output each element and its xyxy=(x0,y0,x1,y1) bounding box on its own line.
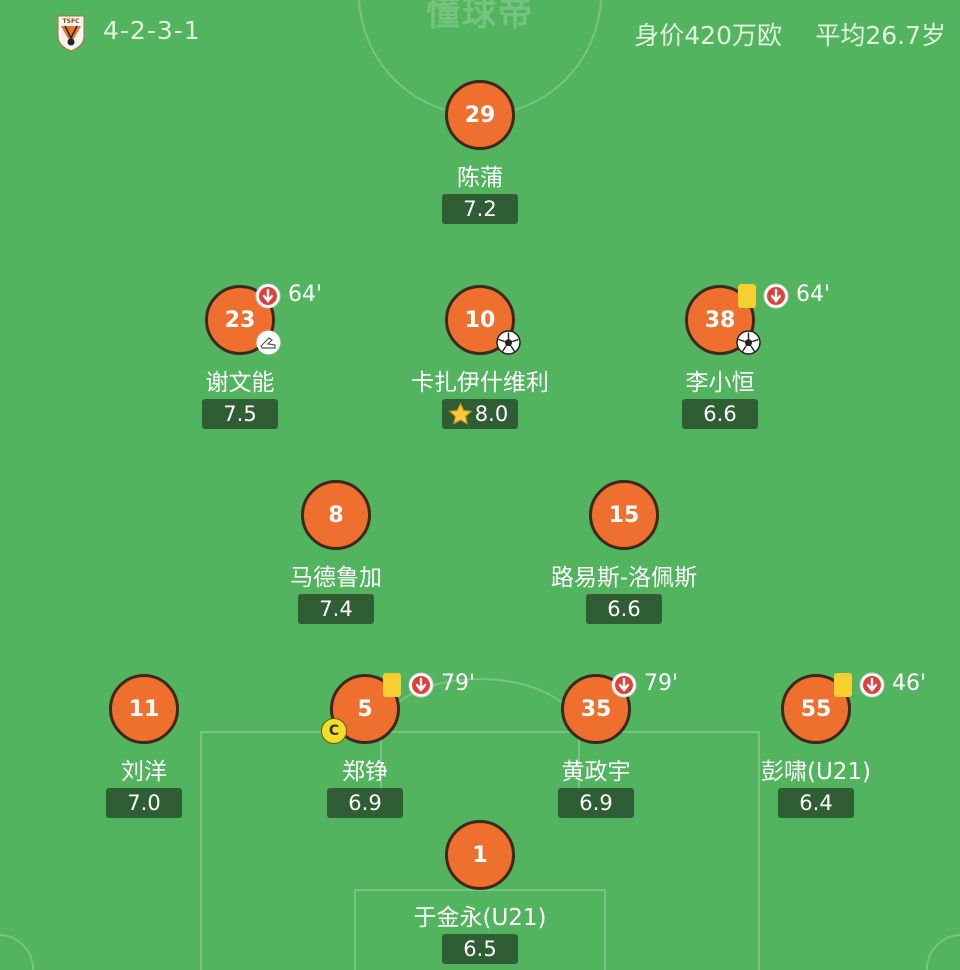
sub-minute: 79' xyxy=(441,671,476,696)
sub-minute: 64' xyxy=(288,282,323,307)
yellow-card-icon xyxy=(834,673,852,697)
market-value-label: 身价420万欧 xyxy=(634,21,782,50)
jersey-number: 35 xyxy=(561,674,631,744)
player-rating: 8.0 xyxy=(442,399,518,429)
player-rating: 7.0 xyxy=(106,788,182,818)
rating-value: 7.5 xyxy=(223,402,257,426)
jersey-number: 15 xyxy=(589,480,659,550)
rating-value: 6.9 xyxy=(348,791,382,815)
sub-off-icon xyxy=(408,672,434,698)
sub-minute: 46' xyxy=(892,671,927,696)
rating-value: 7.4 xyxy=(319,597,353,621)
sub-off-icon xyxy=(611,672,637,698)
sub-off-icon xyxy=(859,672,885,698)
player-name: 卡扎伊什维利 xyxy=(411,370,549,396)
rating-value: 6.5 xyxy=(463,937,497,961)
player-rating: 6.9 xyxy=(327,788,403,818)
player-rating: 6.6 xyxy=(586,594,662,624)
jersey-number: 29 xyxy=(445,80,515,150)
rating-value: 6.9 xyxy=(579,791,613,815)
club-crest-icon: TSFC xyxy=(57,15,85,52)
corner-arc-left xyxy=(0,934,34,970)
penalty-box xyxy=(200,731,760,970)
player-rating: 7.5 xyxy=(202,399,278,429)
player-name: 谢文能 xyxy=(205,370,275,396)
player-name: 陈蒲 xyxy=(457,165,503,191)
rating-value: 6.6 xyxy=(703,402,737,426)
player-name: 于金永(U21) xyxy=(413,905,547,931)
svg-text:TSFC: TSFC xyxy=(63,18,81,25)
lineup-header: TSFC 4-2-3-1 身价420万欧 平均26.7岁 xyxy=(0,0,960,66)
player-rating: 6.4 xyxy=(778,788,854,818)
rating-value: 6.6 xyxy=(607,597,641,621)
rating-value: 7.2 xyxy=(463,197,497,221)
man-of-the-match-star-icon xyxy=(448,401,473,425)
player-name: 马德鲁加 xyxy=(290,565,382,591)
rating-value: 6.4 xyxy=(799,791,833,815)
yellow-card-icon xyxy=(738,284,756,308)
player-name: 彭啸(U21) xyxy=(760,759,872,785)
sub-off-icon xyxy=(763,283,789,309)
sub-minute: 79' xyxy=(644,671,679,696)
player-rating: 6.9 xyxy=(558,788,634,818)
player-name: 郑铮 xyxy=(342,759,388,785)
player-name: 李小恒 xyxy=(685,370,755,396)
player-rating: 7.4 xyxy=(298,594,374,624)
sub-off-icon xyxy=(255,283,281,309)
jersey-number: 11 xyxy=(109,674,179,744)
assist-boot-icon xyxy=(256,330,281,355)
rating-value: 8.0 xyxy=(474,402,509,426)
player-name: 刘洋 xyxy=(121,759,167,785)
player-rating: 6.5 xyxy=(442,934,518,964)
formation-label: 4-2-3-1 xyxy=(103,16,201,45)
average-age-label: 平均26.7岁 xyxy=(815,21,946,50)
corner-arc-right xyxy=(926,934,960,970)
sub-minute: 64' xyxy=(796,282,831,307)
goal-ball-icon xyxy=(736,330,761,355)
goal-box xyxy=(354,889,606,970)
player-name: 路易斯-洛佩斯 xyxy=(550,565,698,591)
rating-value: 7.0 xyxy=(127,791,161,815)
jersey-number: 8 xyxy=(301,480,371,550)
yellow-card-icon xyxy=(383,673,401,697)
player-name: 黄政宇 xyxy=(561,759,631,785)
goal-ball-icon xyxy=(496,330,521,355)
player-rating: 6.6 xyxy=(682,399,758,429)
player-rating: 7.2 xyxy=(442,194,518,224)
jersey-number: 1 xyxy=(445,820,515,890)
captain-badge-icon: C xyxy=(321,718,347,744)
